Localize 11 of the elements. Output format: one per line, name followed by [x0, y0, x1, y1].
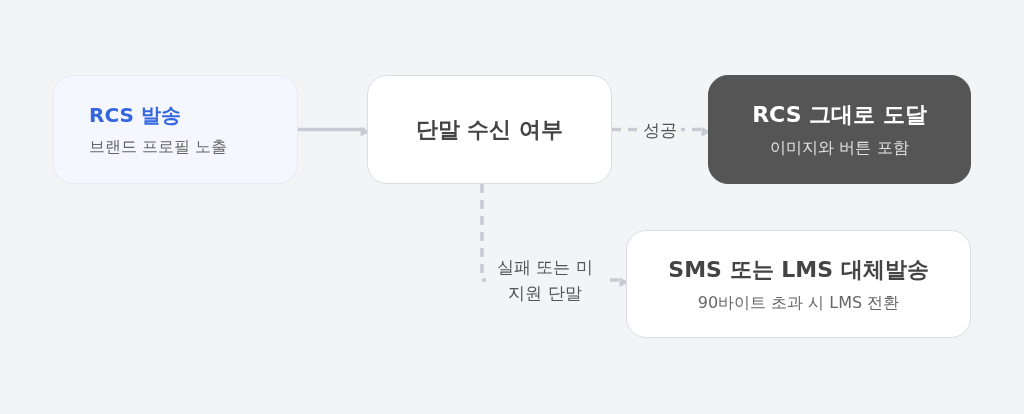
node-title: SMS 또는 LMS 대체발송 — [668, 255, 929, 284]
result-box — [708, 75, 971, 184]
decision-box — [367, 75, 612, 184]
node-subtitle: 90바이트 초과 시 LMS 전환 — [697, 292, 900, 314]
process-box — [53, 75, 298, 184]
node-subtitle: 이미지와 버튼 포함 — [770, 138, 909, 159]
node-title: RCS 발송 — [89, 101, 181, 129]
node-title: RCS 그대로 도달 — [752, 101, 927, 129]
node-title: 단말 수신 여부 — [415, 115, 564, 144]
result-box — [626, 230, 971, 338]
node-subtitle: 브랜드 프로필 노출 — [89, 136, 228, 158]
